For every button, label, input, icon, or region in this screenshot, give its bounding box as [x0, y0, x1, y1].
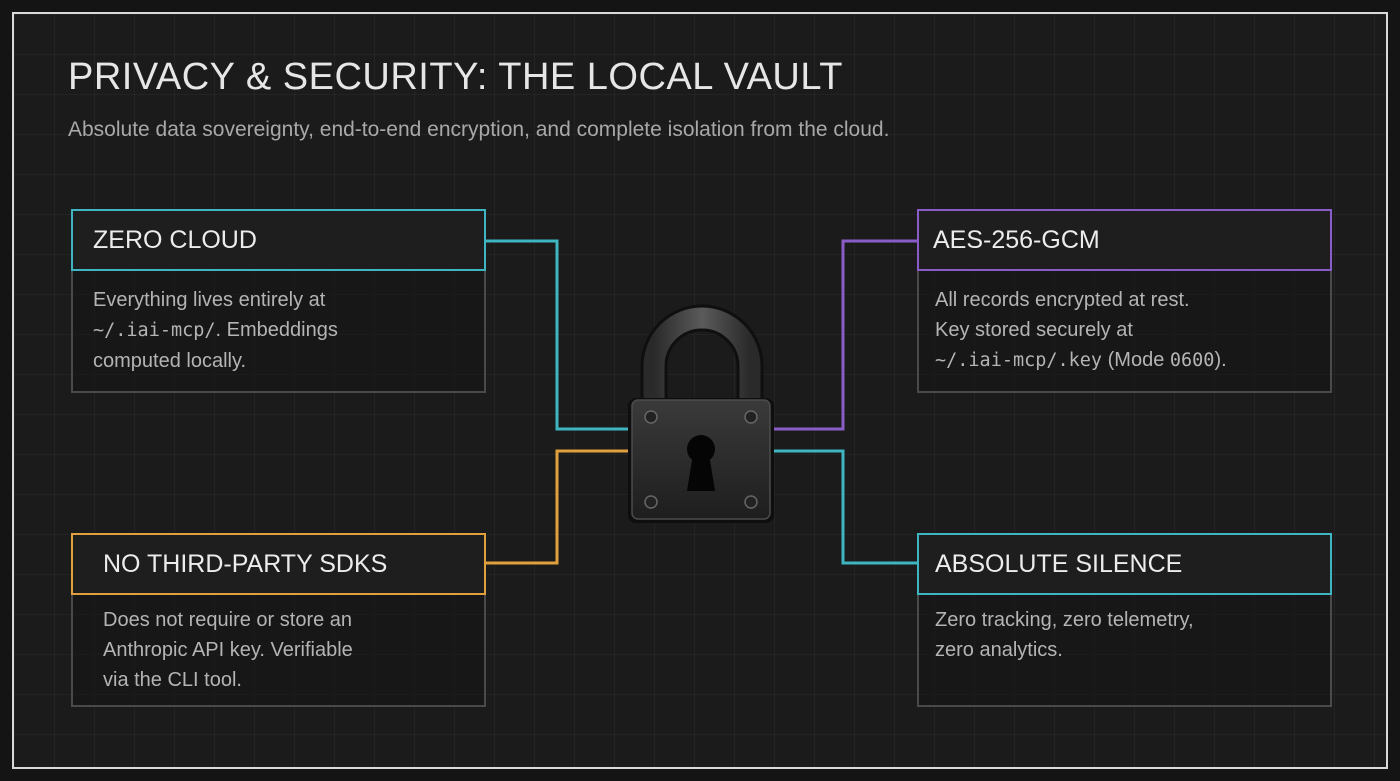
card-body-aes: All records encrypted at rest. Key store…: [935, 285, 1227, 376]
card-line: Anthropic API key. Verifiable: [103, 639, 353, 661]
card-title-zero-cloud: ZERO CLOUD: [93, 225, 257, 254]
card-title-aes: AES-256-GCM: [933, 225, 1100, 254]
page-subtitle: Absolute data sovereignty, end-to-end en…: [68, 118, 890, 141]
card-header-no-sdk: NO THIRD-PARTY SDKS: [71, 533, 486, 595]
card-line: computed locally.: [93, 350, 247, 372]
code-mode: 0600: [1169, 350, 1215, 371]
card-line: Everything lives entirely at: [93, 289, 326, 311]
code-path: ~/.iai-mcp/: [93, 320, 216, 341]
card-line: Key stored securely at: [935, 319, 1133, 341]
card-line: Does not require or store an: [103, 609, 353, 631]
connector-no-sdk: [486, 449, 631, 565]
card-zero-cloud: ZERO CLOUD Everything lives entirely at …: [71, 209, 486, 393]
card-line: Zero tracking, zero telemetry,: [935, 609, 1194, 631]
connector-lines: [486, 239, 917, 565]
card-body-silence: Zero tracking, zero telemetry, zero anal…: [935, 605, 1194, 665]
card-header-zero-cloud: ZERO CLOUD: [71, 209, 486, 271]
page-title: PRIVACY & SECURITY: THE LOCAL VAULT: [68, 56, 843, 98]
card-line: zero analytics.: [935, 639, 1063, 661]
card-no-third-party-sdks: NO THIRD-PARTY SDKS Does not require or …: [71, 533, 486, 707]
padlock-icon: [628, 304, 774, 523]
card-header-silence: ABSOLUTE SILENCE: [917, 533, 1332, 595]
card-line: All records encrypted at rest.: [935, 289, 1190, 311]
card-line: ~/.iai-mcp/.key (Mode 0600).: [935, 349, 1227, 371]
connector-aes: [772, 239, 917, 431]
card-header-aes: AES-256-GCM: [917, 209, 1332, 271]
connector-zero-cloud: [486, 239, 631, 431]
card-body-zero-cloud: Everything lives entirely at ~/.iai-mcp/…: [93, 285, 338, 376]
card-title-silence: ABSOLUTE SILENCE: [935, 549, 1183, 578]
card-line: via the CLI tool.: [103, 669, 242, 691]
code-path: ~/.iai-mcp/.key: [935, 350, 1103, 371]
card-title-no-sdk: NO THIRD-PARTY SDKS: [103, 549, 388, 578]
diagram-frame: PRIVACY & SECURITY: THE LOCAL VAULT Abso…: [12, 12, 1388, 769]
card-body-no-sdk: Does not require or store an Anthropic A…: [103, 605, 353, 695]
card-aes-256-gcm: AES-256-GCM All records encrypted at res…: [917, 209, 1332, 393]
card-absolute-silence: ABSOLUTE SILENCE Zero tracking, zero tel…: [917, 533, 1332, 707]
card-line: ~/.iai-mcp/. Embeddings: [93, 319, 338, 341]
connector-silence: [772, 449, 917, 565]
